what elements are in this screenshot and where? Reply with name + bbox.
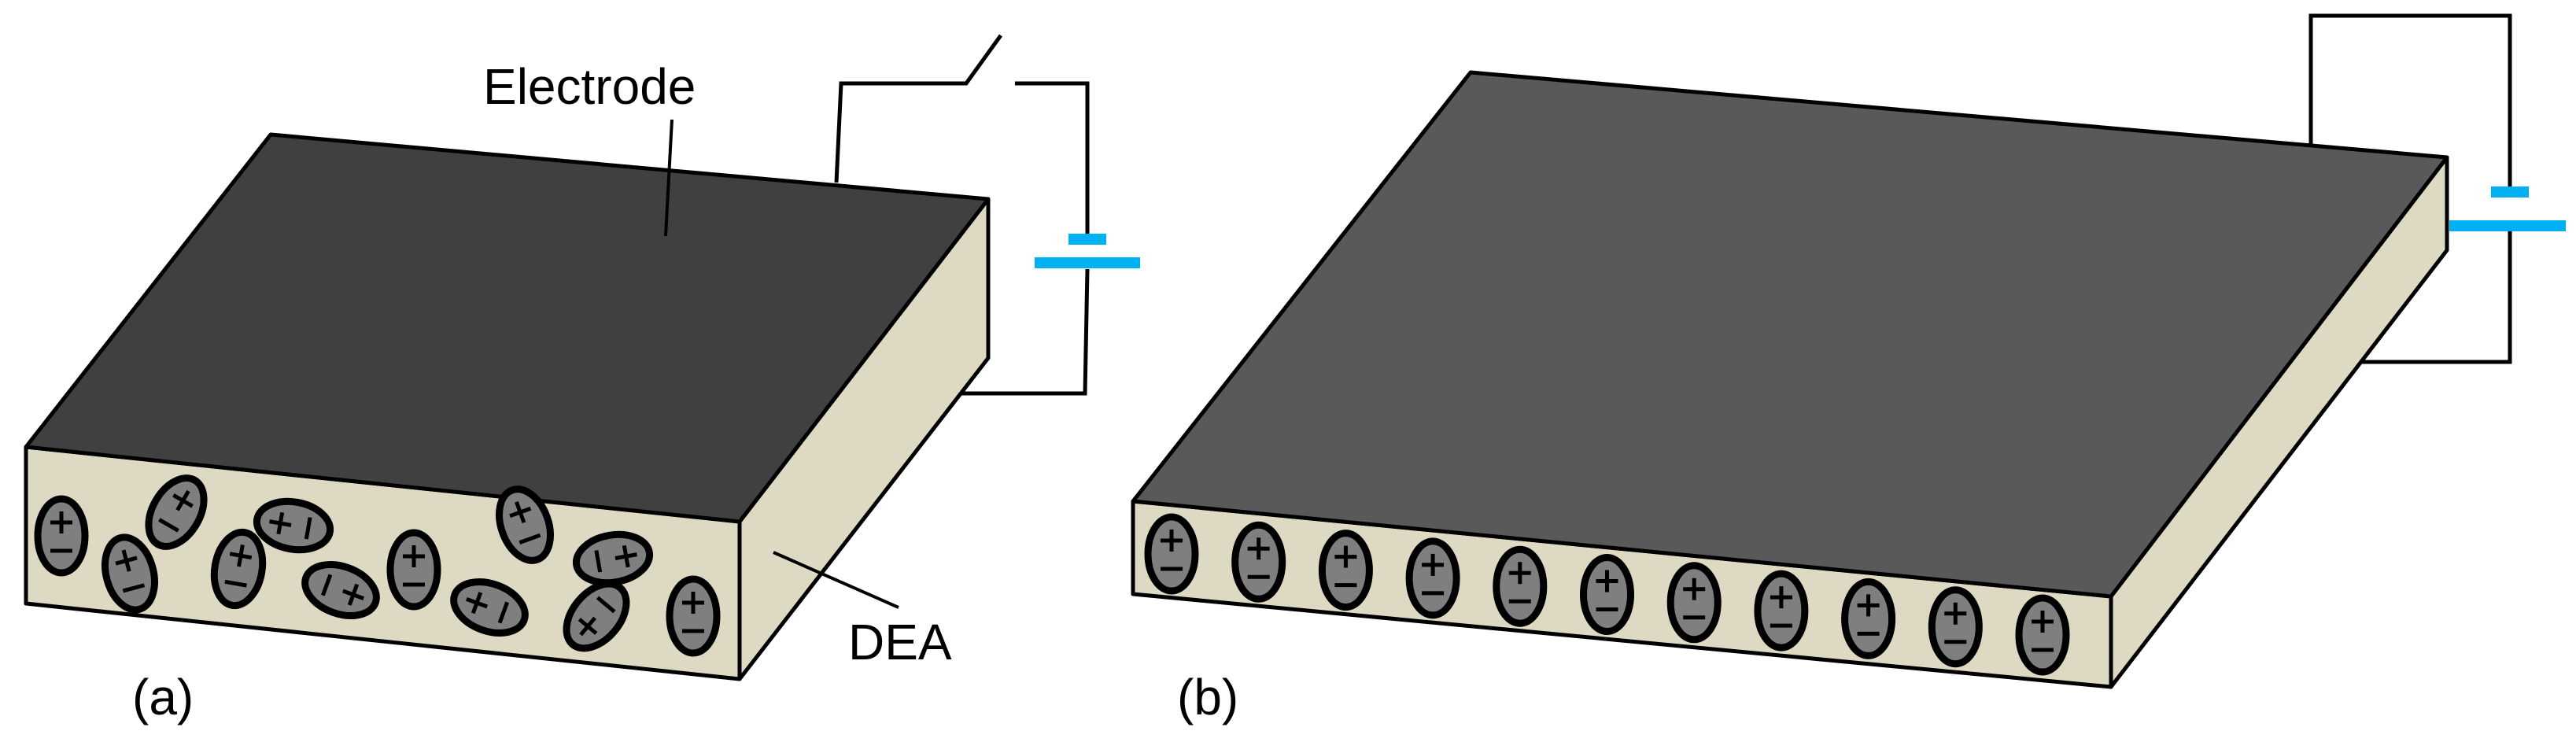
circuit-a-wire-bottom [954, 268, 1090, 396]
circuit-b-wire-top [2308, 13, 2512, 187]
circuit-a [834, 34, 1090, 396]
dipole-b-5 [1493, 545, 1548, 627]
dipole-b-3 [1318, 530, 1373, 611]
dipole-a-7 [386, 529, 441, 611]
circuit-a-wire-left [834, 34, 1003, 183]
dipole-a-9 [450, 578, 529, 637]
panel-b: (b) [1131, 13, 2566, 725]
dipole-b-8 [1754, 570, 1809, 651]
dipole-b-4 [1405, 537, 1460, 619]
electrode-label: Electrode [483, 58, 696, 115]
panel-a-label: (a) [132, 669, 194, 725]
dipole-b-9 [1841, 578, 1896, 659]
dipole-a-1 [34, 495, 89, 577]
circuit-a-wire-right [1015, 81, 1090, 234]
dipole-b-1 [1144, 513, 1199, 595]
electrode-leader-line [664, 119, 674, 237]
dipole-b-6 [1580, 554, 1634, 635]
dipole-a-10 [572, 530, 654, 587]
dipole-b-11 [2015, 594, 2070, 676]
dipole-b-10 [1928, 586, 1983, 668]
dea-leader-line [773, 551, 899, 609]
battery-b-long-plate [2449, 220, 2566, 231]
electrode-top-b [1131, 70, 2449, 599]
circuit-b-wire-bottom [2357, 225, 2512, 364]
dipole-a-6 [301, 561, 380, 619]
dipole-a-4 [210, 528, 267, 610]
dipole-a-2 [145, 474, 208, 550]
dipoles-random [34, 474, 721, 657]
battery-a-long-plate [1035, 257, 1140, 268]
dipole-a-11 [563, 580, 630, 652]
battery-icon [1035, 234, 1140, 268]
battery-b-short-plate [2491, 186, 2529, 197]
battery-a-short-plate [1068, 234, 1106, 245]
panel-a: Electrode DEA (a) [24, 34, 1140, 725]
dipole-a-8 [496, 485, 554, 564]
dipole-a-12 [666, 575, 721, 657]
dipole-b-7 [1666, 562, 1722, 644]
dipole-a-3 [101, 533, 158, 614]
dipole-b-2 [1231, 521, 1286, 603]
panel-b-label: (b) [1177, 669, 1238, 725]
circuit-b [2308, 13, 2512, 364]
battery-icon [2449, 186, 2566, 231]
dipole-a-5 [253, 497, 334, 554]
dipoles-aligned [1144, 513, 2070, 676]
dea-label: DEA [848, 614, 952, 670]
